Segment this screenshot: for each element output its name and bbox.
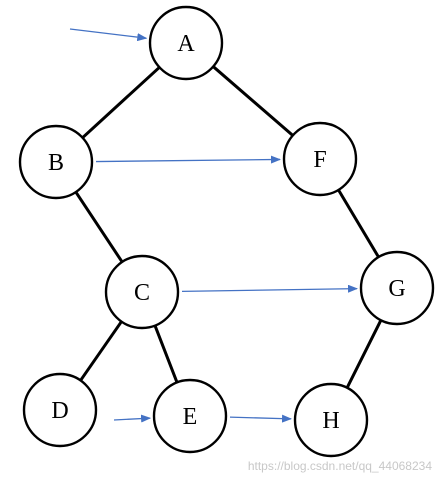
tree-edges [74, 65, 383, 389]
node-b: B [18, 124, 94, 200]
node-label: B [48, 150, 64, 176]
node-a: A [148, 5, 224, 81]
node-circle [293, 382, 369, 458]
node-label: G [388, 276, 405, 302]
node-c: C [104, 254, 180, 330]
thread-arrows [69, 28, 359, 423]
thread-arrow-c-g [181, 284, 359, 293]
node-circle [359, 250, 435, 326]
thread-arrow-e-h [229, 414, 293, 423]
node-circle [22, 372, 98, 448]
thread-arrow-b-f [95, 155, 282, 164]
node-label: D [51, 398, 68, 424]
node-label: A [177, 31, 195, 57]
node-e: E [152, 378, 228, 454]
edge-b-c [74, 191, 124, 263]
edge-g-h [345, 319, 383, 389]
node-circle [152, 378, 228, 454]
edge-a-f [212, 65, 294, 137]
node-circle [104, 254, 180, 330]
node-f: F [282, 121, 358, 197]
node-label: E [183, 404, 198, 430]
node-label: F [313, 147, 326, 173]
node-circle [18, 124, 94, 200]
edge-c-d [79, 320, 123, 382]
node-circle [282, 121, 358, 197]
node-d: D [22, 372, 98, 448]
edge-c-e [153, 325, 179, 383]
edge-a-b [81, 66, 161, 139]
node-h: H [293, 382, 369, 458]
node-g: G [359, 250, 435, 326]
thread-arrow-start-a [69, 28, 148, 42]
edge-f-g [337, 189, 380, 258]
node-label: H [322, 408, 339, 434]
node-circle [148, 5, 224, 81]
node-label: C [134, 280, 150, 306]
watermark-text: https://blog.csdn.net/qq_44068234 [248, 459, 432, 473]
thread-arrow-left-e [113, 414, 152, 423]
tree-nodes: A B F C G D E H [18, 5, 435, 458]
